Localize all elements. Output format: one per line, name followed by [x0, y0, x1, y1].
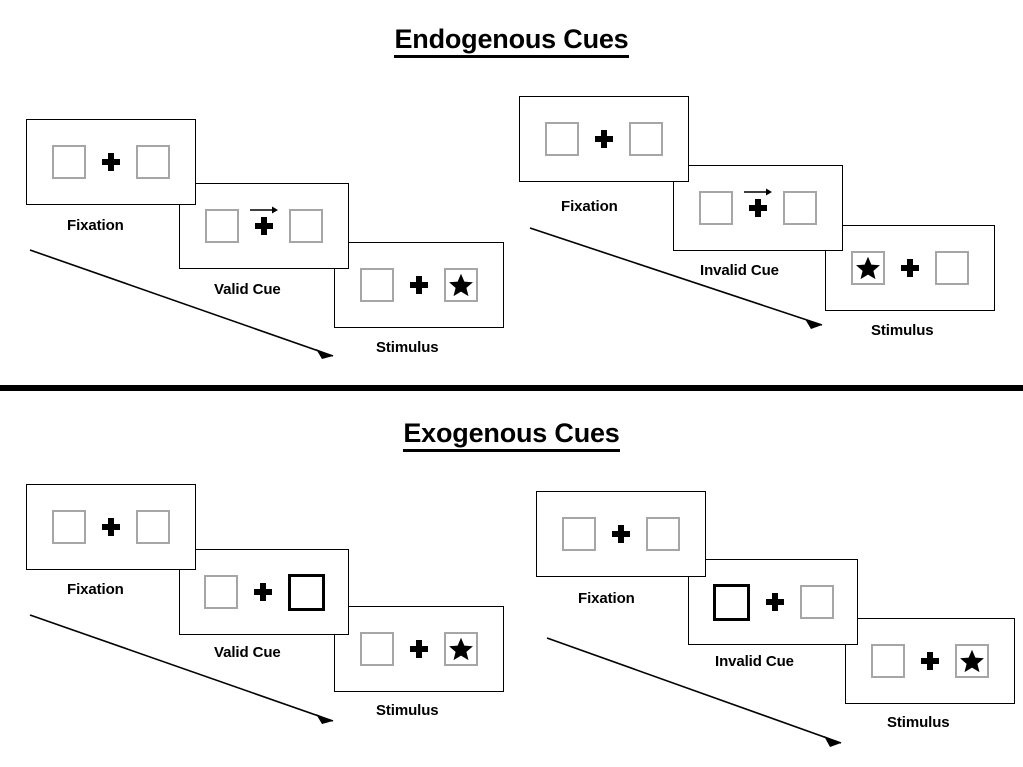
- panel-content: [52, 145, 170, 179]
- placeholder-box-left: [205, 209, 239, 243]
- caption-exogenous-invalid-fixation: Fixation: [578, 590, 635, 607]
- placeholder-box-left: [871, 644, 905, 678]
- fixation-cross-icon: [595, 130, 613, 148]
- panel-endogenous-invalid-cue[interactable]: [673, 165, 843, 251]
- caption-endogenous-invalid-cue: Invalid Cue: [700, 262, 779, 279]
- panel-exogenous-invalid-fixation[interactable]: [536, 491, 706, 577]
- caption-endogenous-valid-stimulus: Stimulus: [376, 339, 439, 356]
- section-divider: [0, 385, 1023, 391]
- placeholder-box-left: [545, 122, 579, 156]
- section-title-exogenous: Exogenous Cues: [0, 418, 1023, 452]
- star-target-icon: [856, 256, 880, 280]
- panel-content: [205, 206, 323, 243]
- placeholder-box-right: [646, 517, 680, 551]
- panel-content: [871, 644, 989, 678]
- placeholder-box-left: [360, 632, 394, 666]
- fixation-cross-icon: [102, 518, 120, 536]
- placeholder-box-left: [699, 191, 733, 225]
- panel-exogenous-invalid-stimulus[interactable]: [845, 618, 1015, 704]
- caption-exogenous-invalid-stimulus: Stimulus: [887, 714, 950, 731]
- arrow-right-cue-icon: [250, 206, 278, 214]
- fixation-cross-icon: [410, 640, 428, 658]
- panel-content: [712, 583, 834, 621]
- panel-exogenous-valid-cue[interactable]: [179, 549, 349, 635]
- placeholder-box-right-target: [444, 268, 478, 302]
- panel-content: [360, 632, 478, 666]
- placeholder-box-left: [52, 510, 86, 544]
- fixation-cross-icon: [765, 593, 784, 611]
- placeholder-box-right: [799, 585, 834, 619]
- panel-endogenous-valid-fixation[interactable]: [26, 119, 196, 205]
- panel-exogenous-valid-fixation[interactable]: [26, 484, 196, 570]
- placeholder-box-right: [783, 191, 817, 225]
- fixation-cross-icon: [410, 276, 428, 294]
- placeholder-box-right: [935, 251, 969, 285]
- section-title-endogenous-text: Endogenous Cues: [394, 24, 629, 58]
- caption-exogenous-invalid-cue: Invalid Cue: [715, 653, 794, 670]
- fixation-cross-icon: [901, 259, 919, 277]
- fixation-cross-icon: [253, 583, 272, 601]
- panel-endogenous-valid-cue[interactable]: [179, 183, 349, 269]
- fixation-cross-icon: [744, 188, 772, 217]
- caption-exogenous-valid-cue: Valid Cue: [214, 644, 281, 661]
- placeholder-box-right-target: [955, 644, 989, 678]
- panel-endogenous-invalid-stimulus[interactable]: [825, 225, 995, 311]
- placeholder-box-right: [136, 145, 170, 179]
- caption-endogenous-valid-cue: Valid Cue: [214, 281, 281, 298]
- placeholder-box-left: [360, 268, 394, 302]
- fixation-cross-icon: [921, 652, 939, 670]
- fixation-cross-icon: [102, 153, 120, 171]
- panel-content: [851, 251, 969, 285]
- panel-endogenous-invalid-fixation[interactable]: [519, 96, 689, 182]
- panel-content: [360, 268, 478, 302]
- placeholder-box-right: [629, 122, 663, 156]
- arrow-right-cue-icon: [744, 188, 772, 196]
- caption-endogenous-invalid-fixation: Fixation: [561, 198, 618, 215]
- panel-content: [52, 510, 170, 544]
- placeholder-box-left-target: [851, 251, 885, 285]
- section-title-endogenous: Endogenous Cues: [0, 24, 1023, 58]
- placeholder-box-left: [52, 145, 86, 179]
- star-target-icon: [449, 637, 473, 661]
- panel-exogenous-valid-stimulus[interactable]: [334, 606, 504, 692]
- caption-endogenous-invalid-stimulus: Stimulus: [871, 322, 934, 339]
- panel-content: [545, 122, 663, 156]
- flow-arrow-exogenous-invalid: [546, 637, 842, 747]
- placeholder-box-left: [203, 575, 238, 609]
- panel-endogenous-valid-stimulus[interactable]: [334, 242, 504, 328]
- star-target-icon: [960, 649, 984, 673]
- fixation-cross-icon: [250, 206, 278, 235]
- panel-exogenous-invalid-cue[interactable]: [688, 559, 858, 645]
- star-target-icon: [449, 273, 473, 297]
- peripheral-cue-box-left: [712, 583, 750, 621]
- placeholder-box-right-target: [444, 632, 478, 666]
- placeholder-box-right: [136, 510, 170, 544]
- panel-content: [562, 517, 680, 551]
- placeholder-box-left: [562, 517, 596, 551]
- peripheral-cue-box-right: [287, 573, 325, 611]
- panel-content: [203, 573, 325, 611]
- caption-endogenous-valid-fixation: Fixation: [67, 217, 124, 234]
- panel-content: [699, 188, 817, 225]
- fixation-cross-icon: [612, 525, 630, 543]
- caption-exogenous-valid-fixation: Fixation: [67, 581, 124, 598]
- placeholder-box-right: [289, 209, 323, 243]
- section-title-exogenous-text: Exogenous Cues: [403, 418, 620, 452]
- caption-exogenous-valid-stimulus: Stimulus: [376, 702, 439, 719]
